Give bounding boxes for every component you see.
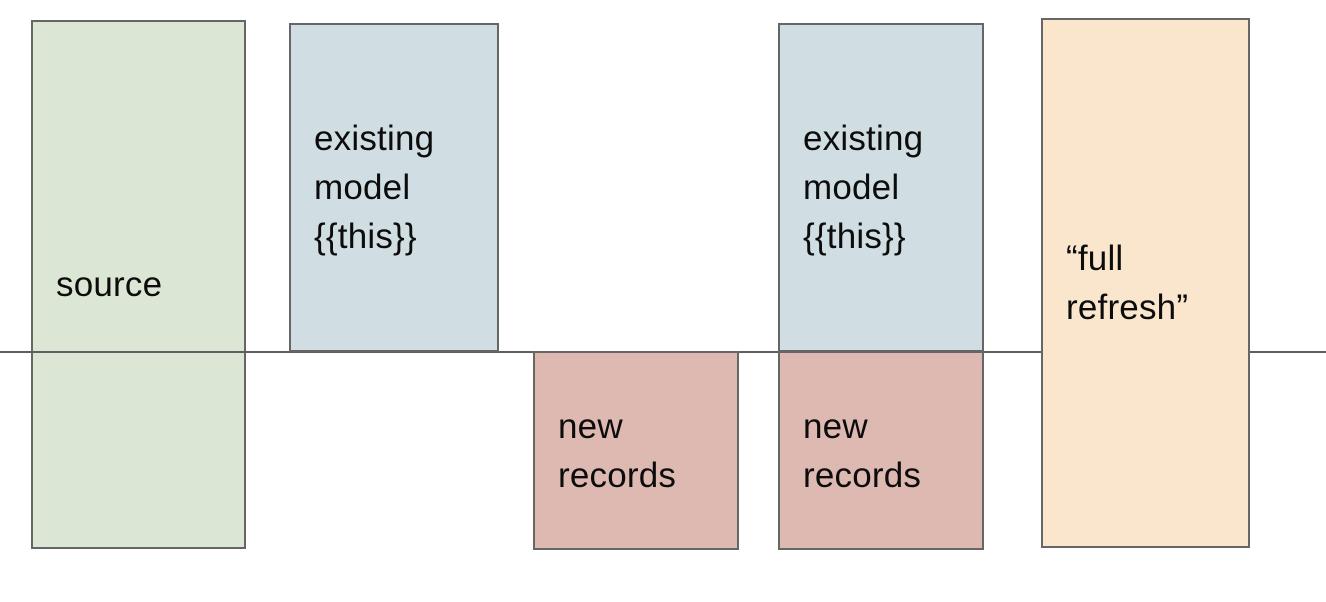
full-refresh-box: “full refresh” xyxy=(1041,18,1250,548)
existing-model-box-1: existing model {{this}} xyxy=(289,23,499,352)
full-refresh-box-label: “full refresh” xyxy=(1066,239,1189,327)
existing-model-box-2: existing model {{this}} xyxy=(778,23,984,352)
new-records-box-1-label: new records xyxy=(558,406,677,495)
new-records-box-2: new records xyxy=(778,351,984,550)
new-records-box-2-label: new records xyxy=(803,406,922,495)
new-records-box-1: new records xyxy=(533,351,739,550)
source-box-label: source xyxy=(56,265,163,304)
source-box: source xyxy=(31,20,246,549)
existing-model-box-1-label: existing model {{this}} xyxy=(314,119,435,256)
existing-model-box-2-label: existing model {{this}} xyxy=(803,119,924,256)
